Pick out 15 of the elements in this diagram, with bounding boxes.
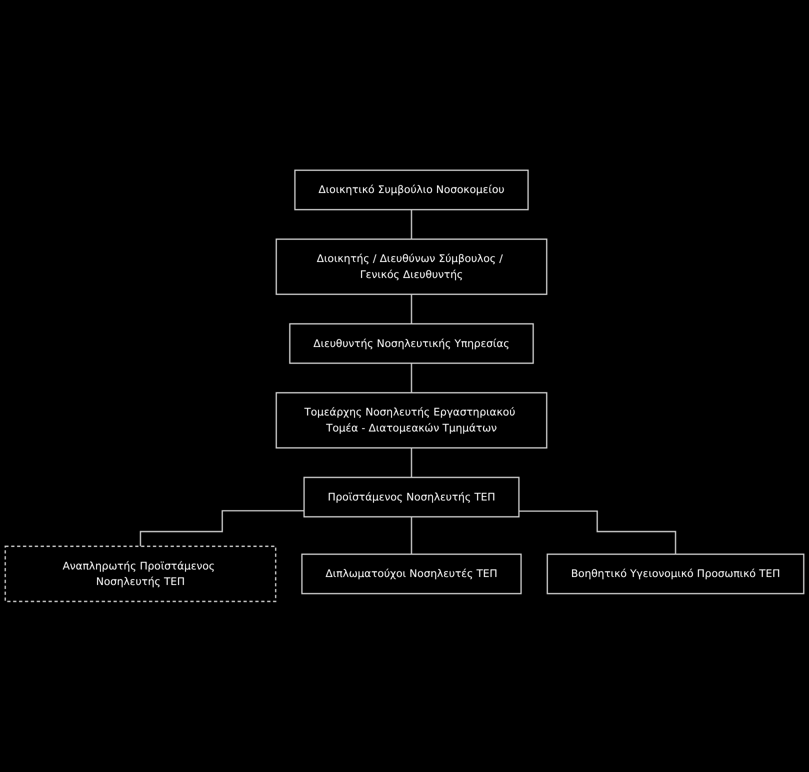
- connector: [410, 516, 412, 555]
- connector: [518, 510, 676, 555]
- node-box: Τομεάρχης Νοσηλευτής Εργαστηριακού Τομέα - Διατομεακών Τμημάτων: [276, 392, 548, 449]
- node-box: Αναπληρωτής Προϊστάμενος Νοσηλευτής ΤΕΠ: [4, 546, 276, 602]
- node-box: Προϊστάμενος Νοσηλευτής ΤΕΠ: [303, 476, 520, 518]
- node-box: Διπλωματούχοι Νοσηλευτές ΤΕΠ: [301, 554, 522, 594]
- connector: [410, 362, 412, 394]
- connector: [410, 447, 412, 478]
- connector: [410, 209, 412, 240]
- node-box: Διοικητικό Συμβούλιο Νοσοκομείου: [294, 170, 529, 210]
- connector: [140, 510, 304, 548]
- connector: [410, 294, 412, 325]
- node-box: Διευθυντής Νοσηλευτικής Υπηρεσίας: [289, 323, 534, 364]
- node-box: Βοηθητικό Υγειονομικό Προσωπικό ΤΕΠ: [546, 554, 804, 594]
- node-box: Διοικητής / Διευθύνων Σύμβουλος / Γενικός Διευθυντής: [276, 238, 548, 296]
